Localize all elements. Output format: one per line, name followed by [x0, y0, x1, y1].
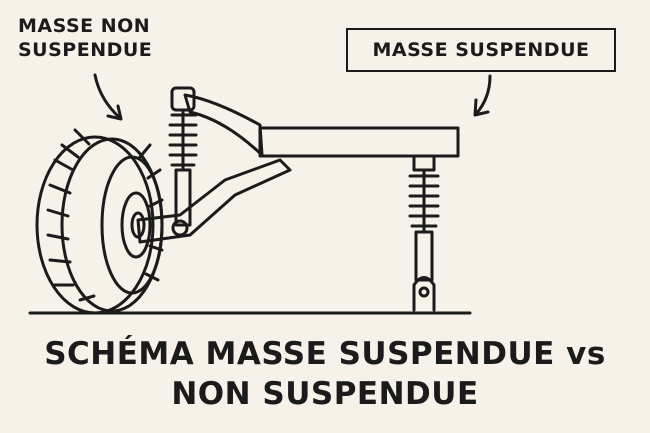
lower-control-arm — [136, 158, 292, 244]
diagram-title: SCHÉMA MASSE SUSPENDUE vs NON SUSPENDUE — [0, 334, 650, 414]
wheel-shock-absorber — [168, 86, 198, 227]
arrow-unsprung — [93, 73, 123, 121]
sprung-mass-label-box: MASSE SUSPENDUE — [346, 28, 616, 72]
wheel-tire — [35, 128, 164, 315]
unsprung-label-line2: SUSPENDUE — [18, 39, 153, 61]
sprung-mass-label: MASSE SUSPENDUE — [372, 39, 590, 61]
title-line2: NON SUSPENDUE — [171, 376, 479, 412]
chassis-shock-absorber — [408, 154, 440, 312]
arrow-sprung — [473, 74, 492, 117]
title-line1: SCHÉMA MASSE SUSPENDUE vs — [44, 336, 606, 372]
chassis-bar — [258, 126, 460, 158]
unsprung-label-line1: MASSE NON — [18, 15, 151, 37]
unsprung-mass-label: MASSE NON SUSPENDUE — [18, 14, 188, 62]
